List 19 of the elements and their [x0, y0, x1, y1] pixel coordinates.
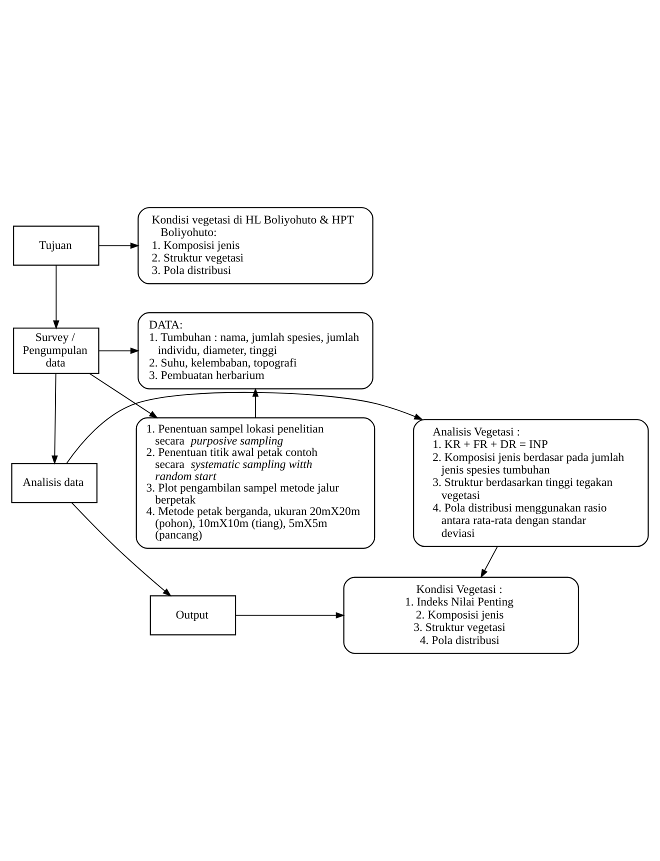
node-box: DATA: 1. Tumbuhan : nama, jumlah spesies, jumlah individu, diameter, tinggi 2. Suhu, kelembaban, topografi 3. Pembuatan herbarium: [138, 312, 374, 390]
node-box: Analisis Vegetasi : 1. KR + FR + DR = INP 2. Komposisi jenis berdasar pada jumlah jenis spesies tumbuhan 3. Struktur berdasarkan tinggi tegakan vegetasi 4. Pola distribusi menggunakan rasio antara rata-rata dengan standar deviasi: [413, 419, 649, 548]
arrow: [98, 348, 140, 354]
arrow: [480, 546, 498, 578]
node-box: Output: [150, 595, 236, 636]
node-box: Survey / Pengumpulan data: [13, 328, 100, 374]
node-box: Kondisi vegetasi di HL Boliyohuto & HPT Boliyohuto: 1. Komposisi jenis 2. Struktur vegetasi 3. Pola distribusi: [138, 207, 374, 284]
arrow: [71, 502, 172, 597]
arrow: [98, 242, 140, 249]
arrow: [52, 264, 60, 330]
arrow: [66, 392, 424, 464]
arrow: [252, 388, 259, 418]
arrow: [235, 612, 345, 618]
arrow: [89, 373, 158, 418]
node-box: Kondisi Vegetasi : 1. Indeks Nilai Penting 2. Komposisi jenis 3. Struktur vegetasi 4. Pola distribusi: [343, 576, 580, 654]
node-box: Analisis data: [11, 463, 98, 504]
arrow: [52, 373, 58, 465]
node-box: 1. Penentuan sampel lokasi penelitian secara purposive sampling 2. Penentuan titik awal petak contoh secara systematic sampling witth random start 3. Plot pengambilan sampel metode jalur berpetak 4. Metode petak berganda, ukuran 20mX20m (pohon), 10mX10m (tiang), 5mX5m (pancang): [136, 417, 376, 549]
node-box: Tujuan: [13, 226, 100, 266]
